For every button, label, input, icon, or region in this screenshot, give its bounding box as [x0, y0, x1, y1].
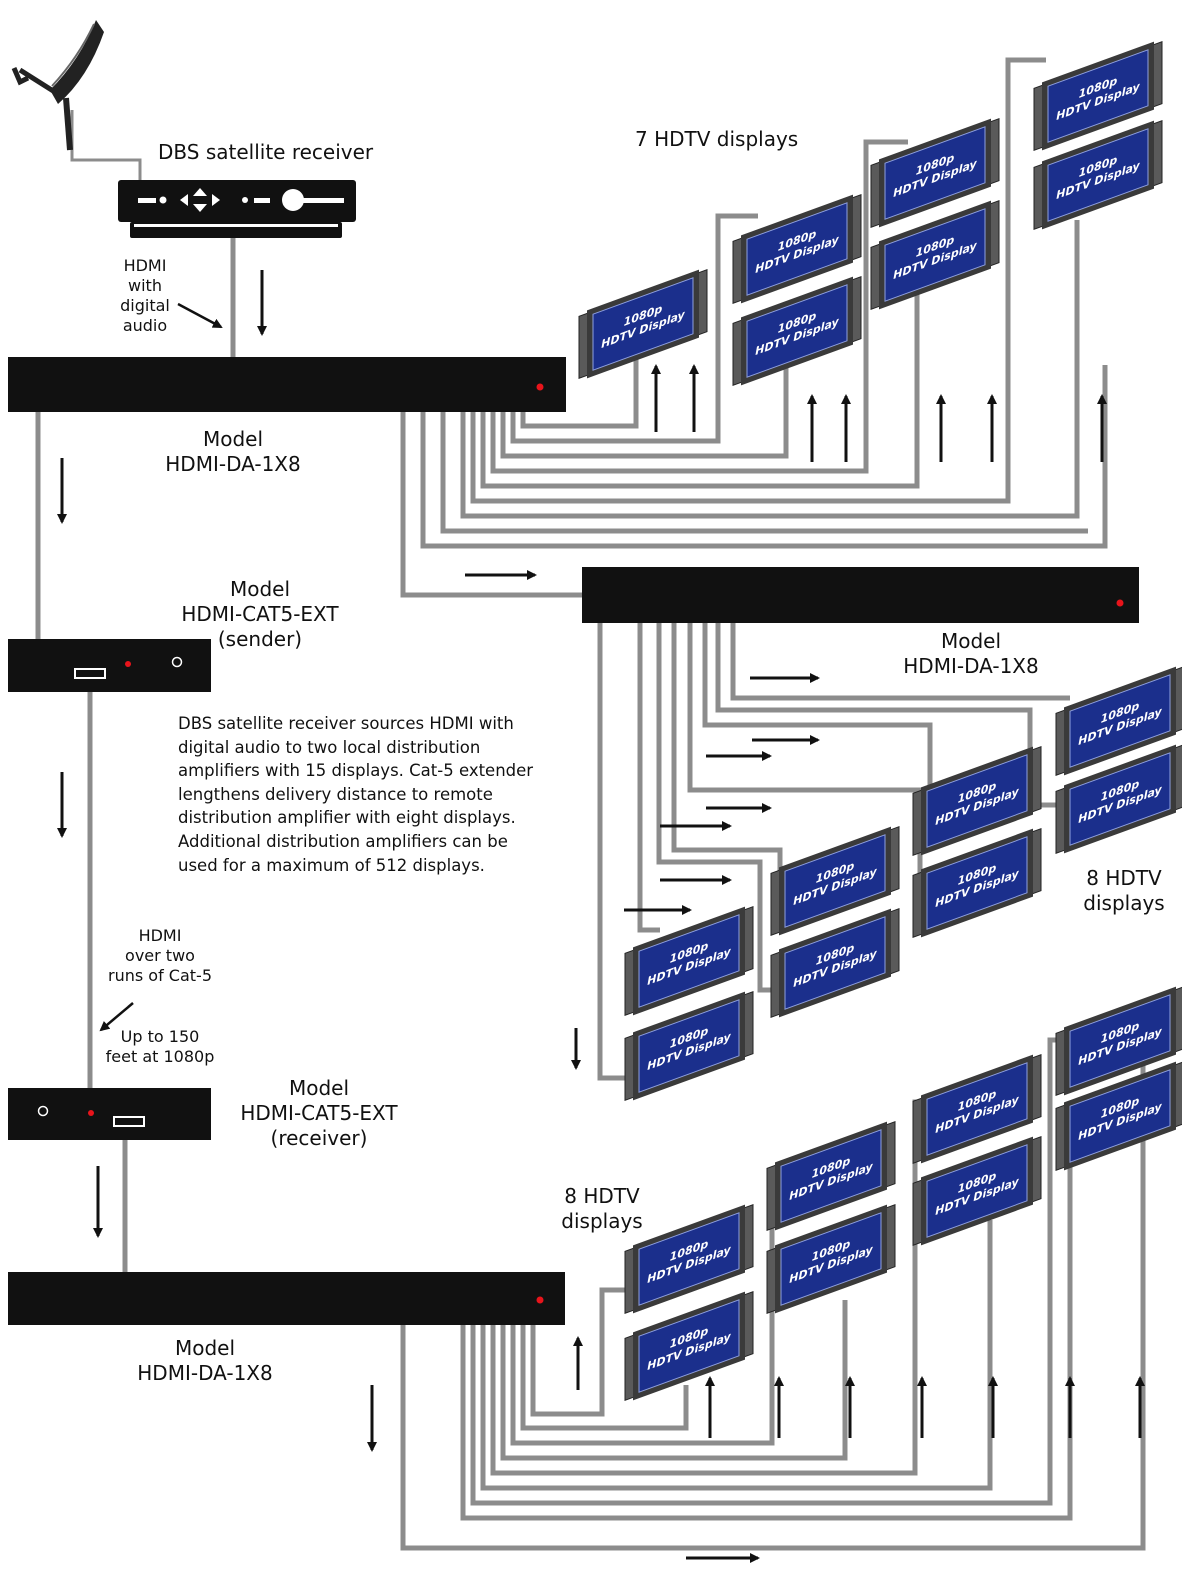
displays-top-label: 7 HDTV displays [635, 127, 799, 151]
receiver-line-1: Model [288, 1076, 350, 1100]
hdmi-audio-line-3: digital [120, 296, 170, 315]
distribution-amplifier-bottom [8, 1272, 565, 1325]
receiver-line-3: (receiver) [270, 1126, 368, 1150]
bottom-da-model-label: Model HDMI-DA-1X8 [110, 1336, 300, 1386]
displays-right-label: 8 HDTV displays [1074, 866, 1174, 916]
distance-label: Up to 150 feet at 1080p [100, 1027, 220, 1067]
distribution-amplifier-right [582, 567, 1139, 623]
distance-line-1: Up to 150 [120, 1027, 200, 1046]
displays-right-line-2: displays [1083, 891, 1165, 915]
bottom-da-line-2: HDMI-DA-1X8 [137, 1361, 273, 1385]
description-text: DBS satellite receiver sources HDMI with… [178, 714, 534, 875]
displays-bottom-line-2: displays [561, 1209, 643, 1233]
cat5-run-line-1: HDMI [138, 926, 182, 945]
satellite-receiver-box [118, 180, 356, 238]
top-da-line-2: HDMI-DA-1X8 [165, 452, 301, 476]
hdmi-audio-line-1: HDMI [123, 256, 167, 275]
displays-bottom-label: 8 HDTV displays [552, 1184, 652, 1234]
cat5-run-label: HDMI over two runs of Cat-5 [100, 926, 220, 986]
hdmi-audio-line-4: audio [122, 316, 168, 335]
cat5-run-line-3: runs of Cat-5 [108, 966, 212, 985]
signal-direction-arrows [57, 270, 1145, 1563]
receiver-model-label: Model HDMI-CAT5-EXT (receiver) [224, 1076, 414, 1151]
top-da-line-1: Model [202, 427, 264, 451]
satellite-receiver-label: DBS satellite receiver [158, 140, 374, 164]
distribution-amplifier-top [8, 357, 566, 412]
receiver-line-2: HDMI-CAT5-EXT [240, 1101, 398, 1125]
cat5-run-line-2: over two [125, 946, 195, 965]
distance-line-2: feet at 1080p [105, 1047, 215, 1066]
right-da-line-2: HDMI-DA-1X8 [903, 654, 1039, 678]
right-da-line-1: Model [940, 629, 1002, 653]
displays-bottom-line-1: 8 HDTV [564, 1184, 640, 1208]
sender-line-1: Model [229, 577, 291, 601]
satellite-dish-icon [11, 20, 104, 151]
hdmi-digital-audio-label: HDMI with digital audio [106, 256, 184, 336]
bottom-da-line-1: Model [174, 1336, 236, 1360]
cat5-extender-receiver [8, 1088, 211, 1140]
sender-model-label: Model HDMI-CAT5-EXT (sender) [165, 577, 355, 652]
hdmi-audio-line-2: with [128, 276, 162, 295]
top-da-model-label: Model HDMI-DA-1X8 [138, 427, 328, 477]
sender-line-3: (sender) [217, 627, 303, 651]
cat5-extender-sender [8, 639, 211, 692]
right-da-model-label: Model HDMI-DA-1X8 [876, 629, 1066, 679]
sender-line-2: HDMI-CAT5-EXT [181, 602, 339, 626]
displays-right-line-1: 8 HDTV [1086, 866, 1162, 890]
